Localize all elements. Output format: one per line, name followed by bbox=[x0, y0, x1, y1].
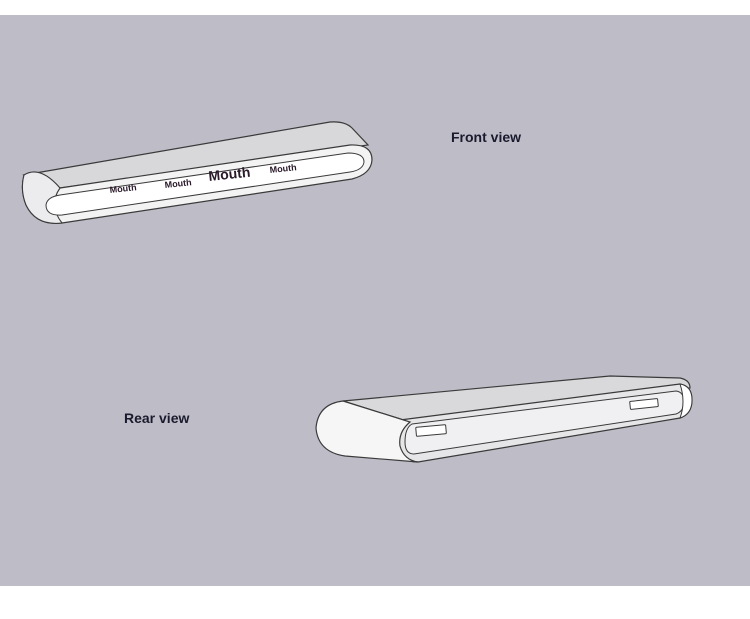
model-canvas bbox=[0, 15, 750, 586]
front-mouth-text-1: Mouth bbox=[109, 182, 137, 195]
front-mouth-text-4: Mouth bbox=[269, 162, 297, 175]
rear-view-label: Rear view bbox=[124, 410, 190, 426]
front-view-label: Front view bbox=[451, 129, 522, 145]
rear-bar-left-cap bbox=[315, 400, 419, 463]
rear-bar-right-cap bbox=[679, 383, 693, 419]
front-mouth-text-3: Mouth bbox=[208, 164, 251, 184]
rear-view-model bbox=[315, 375, 693, 463]
rear-right-slot bbox=[629, 398, 659, 410]
front-bar-display-window bbox=[45, 152, 365, 216]
front-mouth-text-2: Mouth bbox=[164, 177, 192, 190]
rear-bar-top-face bbox=[342, 375, 691, 423]
front-view-model: Mouth Mouth Mouth Mouth bbox=[21, 121, 373, 224]
rear-left-slot bbox=[415, 424, 447, 437]
